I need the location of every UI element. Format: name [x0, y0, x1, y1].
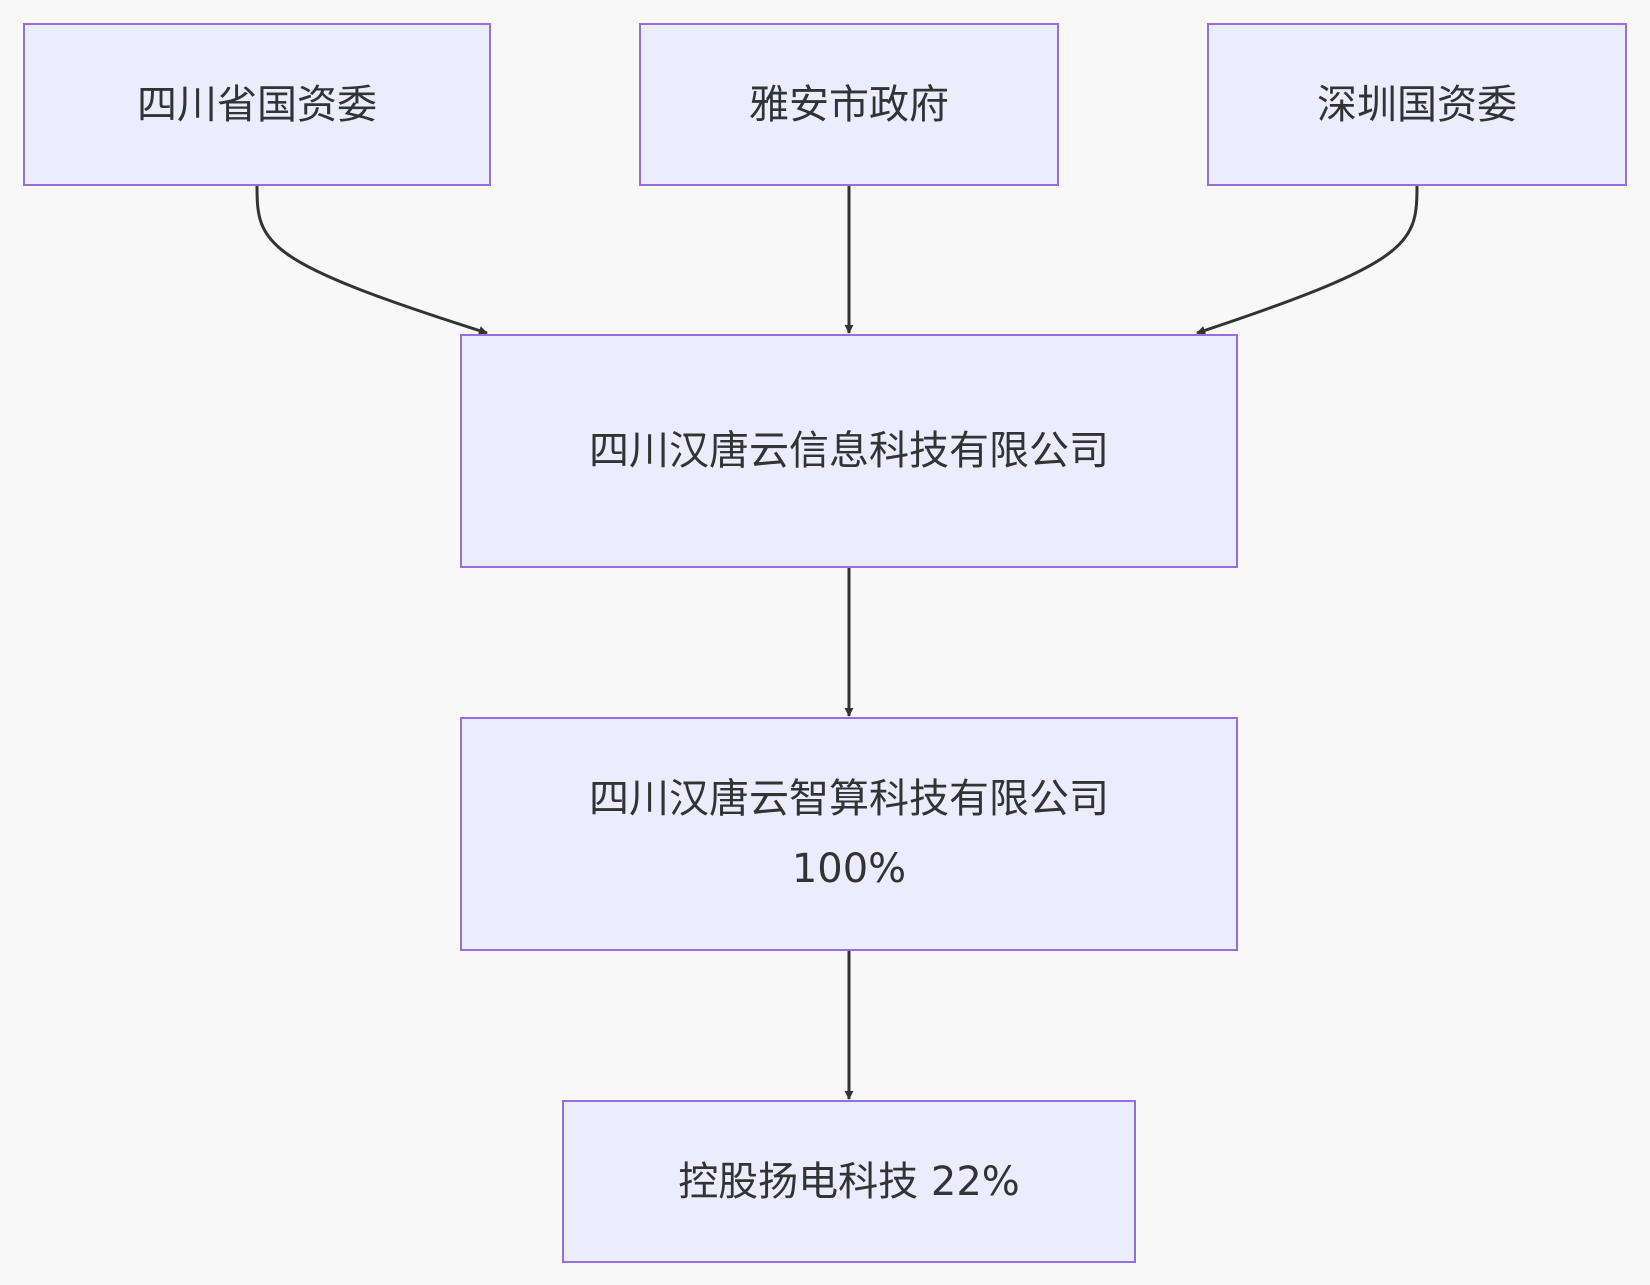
node-label-yangdian: 控股扬电科技 22% — [678, 1158, 1020, 1205]
node-yaan-gov[interactable]: 雅安市政府 — [639, 23, 1059, 186]
edge-shenzhen-sasac-to-hantangyun-info — [1196, 185, 1419, 335]
node-sichuan-sasac[interactable]: 四川省国资委 — [23, 23, 491, 186]
node-label-hantangyun-info: 四川汉唐云信息科技有限公司 — [589, 428, 1109, 474]
edge-sichuan-sasac-to-hantangyun-info — [255, 185, 488, 335]
node-hantangyun-compute[interactable]: 四川汉唐云智算科技有限公司 100% — [460, 717, 1238, 951]
node-label-yaan-gov: 雅安市政府 — [749, 81, 949, 128]
node-yangdian[interactable]: 控股扬电科技 22% — [562, 1100, 1136, 1263]
node-label-sichuan-sasac: 四川省国资委 — [137, 81, 377, 128]
node-hantangyun-info[interactable]: 四川汉唐云信息科技有限公司 — [460, 334, 1238, 568]
node-label-hantangyun-compute: 四川汉唐云智算科技有限公司 100% — [589, 776, 1109, 892]
node-label-shenzhen-sasac: 深圳国资委 — [1317, 81, 1517, 128]
node-shenzhen-sasac[interactable]: 深圳国资委 — [1207, 23, 1627, 186]
